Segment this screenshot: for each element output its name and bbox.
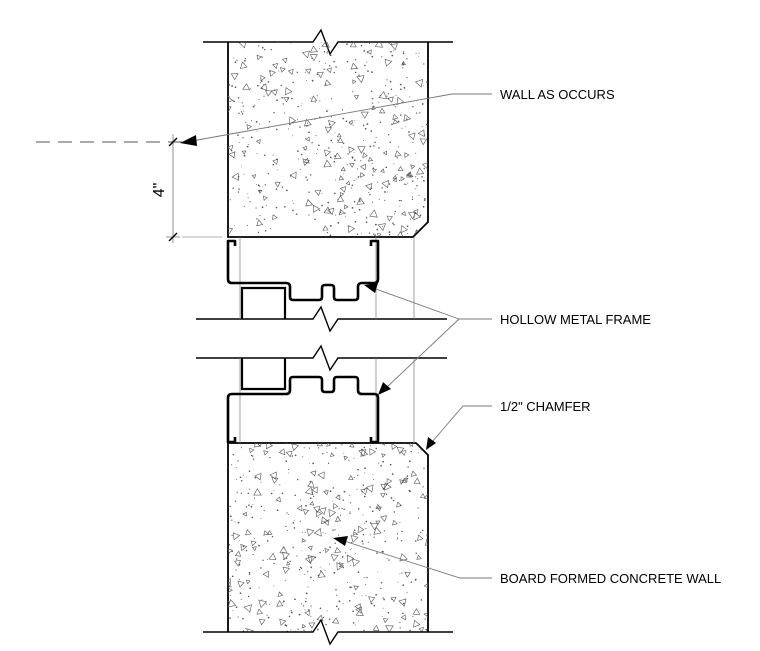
middle-break-lines bbox=[196, 305, 447, 372]
lower-frame-stop bbox=[240, 358, 287, 391]
lower-hollow-metal-frame bbox=[226, 375, 380, 444]
leader-concrete-wall bbox=[333, 536, 492, 579]
leader-chamfer bbox=[426, 405, 492, 450]
dimension-4-inch: 4" bbox=[36, 134, 222, 243]
leader-hollow-metal-frame bbox=[364, 283, 492, 395]
dimension-text: 4" bbox=[151, 183, 168, 198]
lower-concrete-wall bbox=[227, 442, 429, 632]
upper-break-line bbox=[203, 28, 453, 56]
upper-concrete-wall bbox=[227, 42, 429, 238]
label-concrete-wall: BOARD FORMED CONCRETE WALL bbox=[500, 571, 721, 586]
leader-wall-as-occurs bbox=[180, 93, 492, 146]
label-wall-as-occurs: WALL AS OCCURS bbox=[500, 87, 615, 102]
label-hollow-metal-frame: HOLLOW METAL FRAME bbox=[500, 312, 651, 327]
label-chamfer: 1/2" CHAMFER bbox=[500, 399, 591, 414]
wall-face-lines bbox=[239, 237, 415, 443]
upper-hollow-metal-frame bbox=[226, 239, 380, 302]
lower-break-line bbox=[203, 618, 453, 646]
upper-frame-stop bbox=[240, 286, 287, 319]
